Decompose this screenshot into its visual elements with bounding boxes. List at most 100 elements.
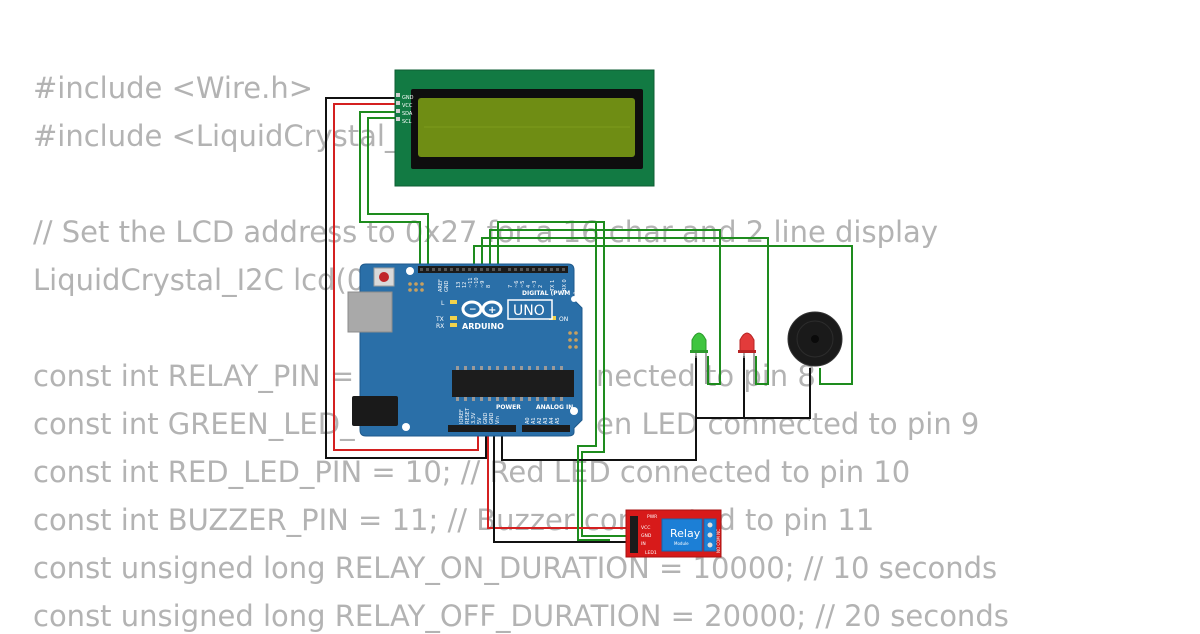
- uno-label: UNO: [513, 303, 545, 319]
- power-header-label: POWER: [496, 404, 521, 411]
- uno-badge: [507, 299, 553, 320]
- led-tx-label: TX: [435, 316, 444, 323]
- relay-cube: [661, 518, 703, 552]
- relay-module[interactable]: PWR VCC GND IN LED1 Relay Module NO COM …: [625, 509, 722, 558]
- power-pin-gnd1: GND: [483, 412, 489, 424]
- digital-pin-3: ~3: [532, 281, 538, 288]
- led-l-indicator: [450, 300, 457, 304]
- lcd-pin-header: [396, 93, 400, 121]
- relay-pin-gnd: GND: [641, 533, 652, 539]
- digital-pin-8: 8: [486, 285, 492, 288]
- code-line-9: const int RED_LED_PIN = 10; // Red LED c…: [33, 455, 911, 489]
- wire-relay-vcc[interactable]: [487, 432, 628, 529]
- digital-pin-2: 2: [538, 285, 544, 288]
- relay-sublabel: Module: [674, 541, 689, 546]
- green-led[interactable]: [690, 332, 708, 384]
- digital-pin-11: ~11: [468, 277, 474, 288]
- wire-relay-gnd[interactable]: [493, 432, 628, 543]
- arduino-infinity-logo: [461, 300, 503, 318]
- power-header: [448, 425, 516, 432]
- lcd-pin-gnd: GND: [402, 95, 414, 101]
- mounting-hole-1: [406, 267, 414, 275]
- relay-label: Relay: [670, 527, 701, 540]
- aref-label: AREF: [438, 279, 444, 292]
- power-pin-gnd2: GND: [489, 412, 495, 424]
- wire-lcd-scl[interactable]: [367, 117, 429, 270]
- piezo-buzzer[interactable]: [787, 311, 843, 367]
- code-line-12: const unsigned long RELAY_OFF_DURATION =…: [33, 599, 1009, 633]
- digital-pin-5: ~5: [520, 281, 526, 288]
- wires: [325, 97, 853, 543]
- mounting-hole-2: [402, 423, 410, 431]
- icsp-header: [408, 282, 578, 349]
- power-pin-reset: RESET: [465, 407, 471, 424]
- digital-pin-12: 12: [462, 282, 468, 288]
- digital-pin-13: 13: [456, 282, 462, 288]
- power-pin-5v: 5V: [477, 417, 483, 424]
- mounting-hole-4: [571, 296, 577, 302]
- usb-port: [347, 291, 393, 333]
- digital-pin-6: ~6: [514, 281, 520, 288]
- dc-power-jack: [352, 396, 398, 426]
- wire-relay-aux[interactable]: [577, 222, 610, 541]
- lcd-pin-vcc: VCC: [402, 103, 413, 109]
- digital-pin-4: 4: [526, 285, 532, 288]
- code-line-1: #include <Wire.h>: [33, 71, 314, 105]
- led-l-label: L: [441, 300, 445, 307]
- reset-button-cap[interactable]: [379, 272, 389, 282]
- wire-relay-in[interactable]: [497, 221, 628, 537]
- analog-pin-a3: A3: [543, 417, 549, 424]
- arduino-uno-board[interactable]: AREF GND 13 12 ~11 ~10 ~9 8 7 ~6 ~5 4 ~3…: [347, 263, 583, 437]
- analog-pin-a5: A5: [555, 417, 561, 424]
- power-pin-3v3: 3.3V: [471, 412, 477, 424]
- logo-minus-icon: −: [469, 305, 477, 315]
- digital-pin-9: ~9: [480, 281, 486, 288]
- wire-lcd-sda[interactable]: [359, 111, 421, 270]
- lcd-display[interactable]: GND VCC SDA SCL: [394, 69, 655, 187]
- wire-gnd-bus[interactable]: [501, 368, 811, 461]
- code-line-5: LiquidCrystal_I2C lcd(0: [33, 263, 366, 297]
- mounting-hole-3: [570, 407, 578, 415]
- analog-header: [522, 425, 570, 432]
- red-led[interactable]: [738, 332, 756, 384]
- analog-pin-a1: A1: [531, 417, 537, 424]
- wire-lcd-gnd[interactable]: [325, 97, 487, 459]
- code-line-2: #include <LiquidCrystal_: [33, 119, 400, 153]
- relay-pin-pwr: PWR: [647, 514, 657, 520]
- digital-pin-7: 7: [508, 285, 514, 288]
- arduino-brand: ARDUINO: [462, 322, 504, 331]
- wire-buzzer[interactable]: [473, 245, 853, 385]
- relay-pin-in: IN: [641, 541, 646, 547]
- led-rx-label: RX: [436, 323, 444, 330]
- on-label: ON: [559, 316, 568, 323]
- chip-pins: [456, 366, 563, 401]
- led-rx-indicator: [450, 323, 457, 327]
- wire-lcd-vcc[interactable]: [333, 103, 479, 451]
- code-line-4: // Set the LCD address to 0x27 for a 16 …: [33, 215, 938, 249]
- digital-header-pins: [420, 268, 565, 271]
- relay-pin-header: [630, 516, 638, 553]
- logo-plus-icon: +: [488, 305, 496, 316]
- digital-header-label: DIGITAL (PWM ~): [522, 290, 580, 297]
- led-tx-indicator: [450, 316, 457, 320]
- digital-pin-10: ~10: [474, 277, 480, 288]
- relay-pin-led1: LED1: [645, 550, 657, 556]
- code-line-8: const int GREEN_LED_: [33, 407, 355, 441]
- analog-header-label: ANALOG IN: [536, 404, 573, 411]
- analog-pin-a0: A0: [525, 417, 531, 424]
- relay-terminals: NO COM NC: [716, 529, 721, 553]
- gnd-label-top: GND: [444, 280, 450, 292]
- code-line-7-tail: nected to pin 8: [596, 359, 816, 393]
- lcd-pin-sda: SDA: [402, 111, 413, 117]
- wire-red-led[interactable]: [481, 237, 769, 385]
- analog-pin-a2: A2: [537, 417, 543, 424]
- power-pin-vin: Vin: [495, 416, 501, 424]
- code-line-8-tail: en LED connected to pin 9: [596, 407, 980, 441]
- wire-green-led[interactable]: [489, 229, 721, 385]
- digital-pin-tx: TX 1: [550, 280, 556, 292]
- atmega-chip: [452, 370, 574, 397]
- relay-pin-vcc: VCC: [641, 525, 650, 531]
- code-line-11: const unsigned long RELAY_ON_DURATION = …: [33, 551, 998, 585]
- power-pin-ioref: IOREF: [459, 409, 465, 424]
